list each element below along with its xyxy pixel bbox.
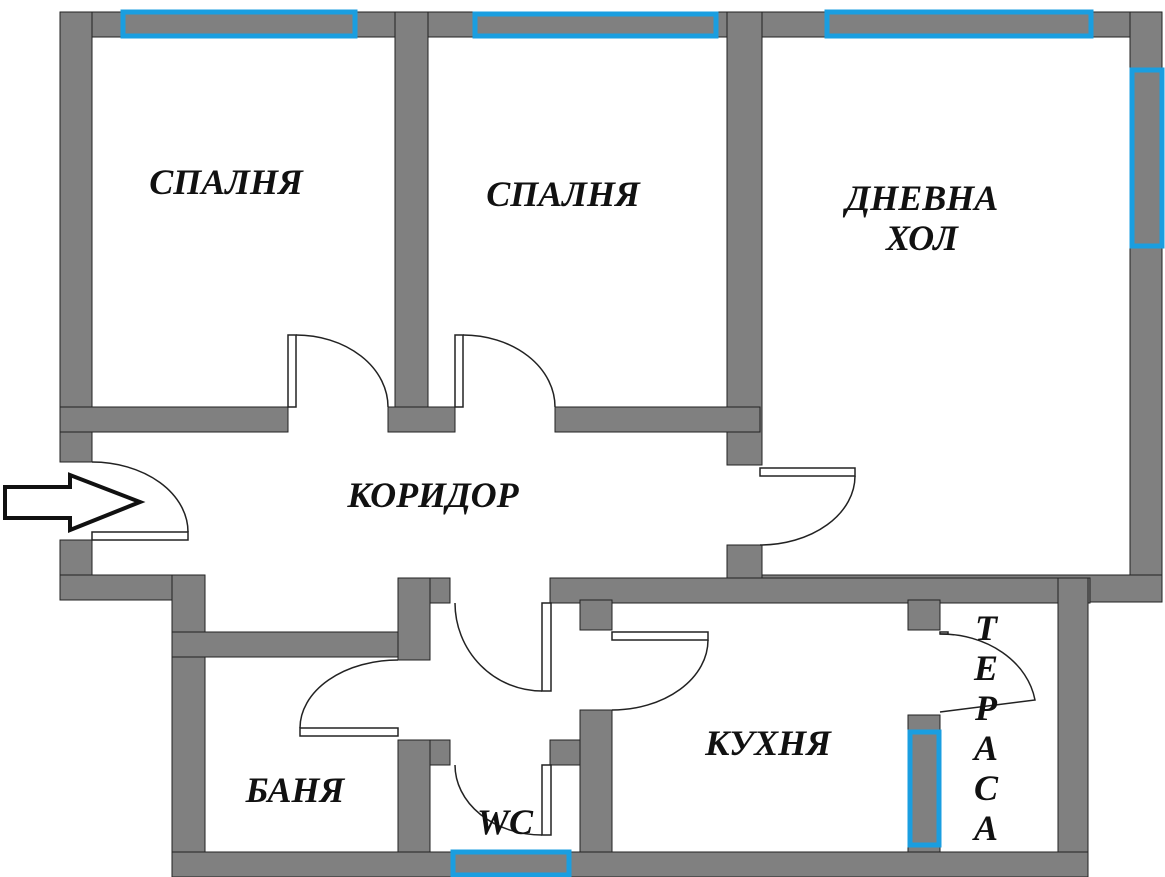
door-kitchen — [611, 631, 709, 711]
door-wc — [454, 764, 552, 836]
terrace-letter: Р — [974, 688, 998, 728]
terrace-letter: А — [972, 728, 998, 768]
door-living — [759, 467, 856, 546]
terrace-letter: С — [974, 768, 999, 808]
door-hall — [454, 602, 552, 692]
room-label-wc: WC — [477, 802, 534, 842]
window — [120, 9, 358, 39]
room-label-bedroom-2: СПАЛНЯ — [486, 174, 641, 214]
window — [450, 849, 572, 877]
window — [472, 11, 719, 39]
window — [907, 729, 942, 848]
windows — [120, 9, 1165, 877]
door-bedroom-1 — [287, 334, 389, 408]
entrance-arrow-icon — [3, 472, 146, 533]
door-bedroom-2 — [454, 334, 556, 408]
door-bathroom — [299, 659, 399, 737]
window — [1129, 67, 1165, 249]
terrace-letter: Т — [975, 608, 999, 648]
room-label-kitchen: КУХНЯ — [704, 723, 832, 763]
door-entrance — [91, 461, 189, 541]
room-label-corridor: КОРИДОР — [346, 475, 519, 515]
terrace-letter: Е — [973, 648, 998, 688]
room-label-living-hall: ХОЛ — [885, 218, 959, 258]
terrace-letter: А — [972, 808, 998, 848]
walls — [59, 11, 1163, 877]
door-terrace — [939, 631, 1036, 713]
room-label-living: ДНЕВНА — [843, 178, 999, 218]
room-label-bedroom-1: СПАЛНЯ — [149, 162, 304, 202]
window — [824, 9, 1094, 39]
room-label-bathroom: БАНЯ — [245, 770, 346, 810]
room-label-terrace: Т Е Р А С А — [972, 608, 999, 848]
doors — [91, 334, 1036, 836]
